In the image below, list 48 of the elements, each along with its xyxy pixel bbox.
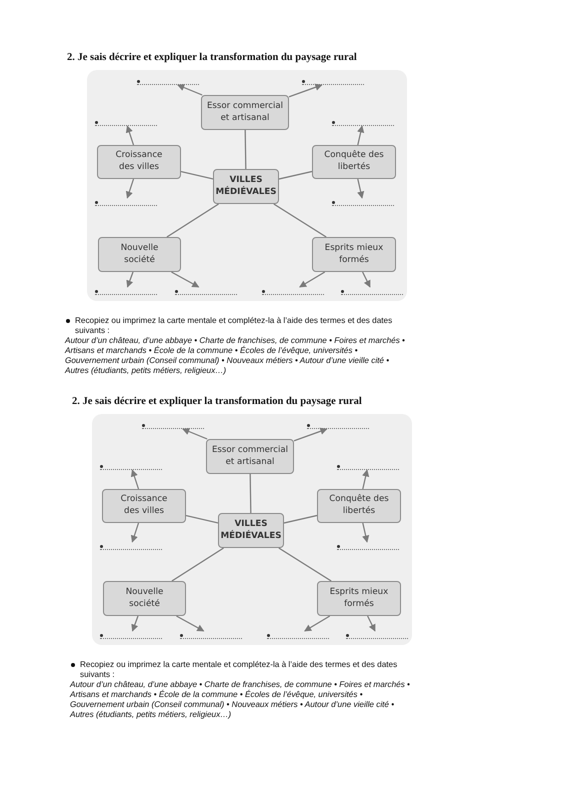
arrow xyxy=(357,178,364,199)
arrow xyxy=(131,616,139,632)
arrow xyxy=(171,271,200,288)
section-heading: 2. Je sais décrire et expliquer la transformation du paysage rural xyxy=(72,396,362,407)
arrow xyxy=(299,271,326,288)
arrow xyxy=(130,469,140,490)
topic-box: Conquête des libertés xyxy=(312,145,396,179)
arrow xyxy=(130,522,140,543)
topic-box: Nouvelle société xyxy=(98,237,181,272)
central-topic-box: VILLES MÉDIÉVALES xyxy=(213,169,279,204)
connector-line xyxy=(278,170,312,180)
topic-box: Croissance des villes xyxy=(102,489,186,523)
connector-line xyxy=(186,515,218,524)
instruction-text: Recopiez ou imprimez la carte mentale et complétez-la à l’aide des termes et des dates suivants : xyxy=(80,660,398,680)
connector-line xyxy=(172,548,224,582)
arrow xyxy=(126,125,134,146)
arrow xyxy=(357,125,364,146)
arrow xyxy=(176,615,204,632)
instruction-text: Recopiez ou imprimez la carte mentale et complétez-la à l’aide des termes et des dates suivants : xyxy=(75,316,394,336)
arrow xyxy=(367,616,376,632)
terms-list: Autour d’un château, d’une abbaye • Charte de franchises, de commune • Foires et marchés • Artisans et marchands • École de la commune • Écoles de l’évêque, universités • Gouvernement urbain (Conseil communal) • Nouveaux métiers • Autour d’une vieille cité • Autres (étudiants, petits métiers, religieux…) xyxy=(70,680,410,720)
topic-box: Essor commercial et artisanal xyxy=(201,95,289,130)
section-heading: 2. Je sais décrire et expliquer la transformation du paysage rural xyxy=(67,52,357,63)
topic-box: Esprits mieux formés xyxy=(312,237,396,272)
connector-line xyxy=(250,474,252,513)
arrow xyxy=(304,615,330,632)
arrow xyxy=(177,84,202,96)
arrow xyxy=(182,428,208,440)
arrow xyxy=(362,272,371,288)
topic-box: Conquête des libertés xyxy=(317,489,401,523)
topic-box: Croissance des villes xyxy=(97,145,181,179)
topic-box: Nouvelle société xyxy=(103,581,186,616)
connector-line xyxy=(278,548,332,582)
terms-list: Autour d’un château, d’une abbaye • Charte de franchises, de commune • Foires et marchés • Artisans et marchands • École de la commune • Écoles de l’évêque, universités • Gouvernement urbain (Conseil communal) • Nouveaux métiers • Autour d’une vieille cité • Autres (étudiants, petits métiers, religieux…) xyxy=(65,336,405,376)
arrow xyxy=(294,428,328,442)
arrow xyxy=(362,522,370,543)
arrow xyxy=(126,272,134,288)
central-topic-box: VILLES MÉDIÉVALES xyxy=(218,513,284,548)
arrow xyxy=(126,178,134,199)
connector-line xyxy=(244,130,246,169)
arrow xyxy=(288,84,322,98)
connector-line xyxy=(273,204,327,238)
connector-line xyxy=(180,171,214,180)
arrow xyxy=(362,469,370,490)
topic-box: Essor commercial et artisanal xyxy=(206,439,294,474)
connector-line xyxy=(166,204,219,238)
connector-line xyxy=(284,514,318,524)
topic-box: Esprits mieux formés xyxy=(317,581,401,616)
